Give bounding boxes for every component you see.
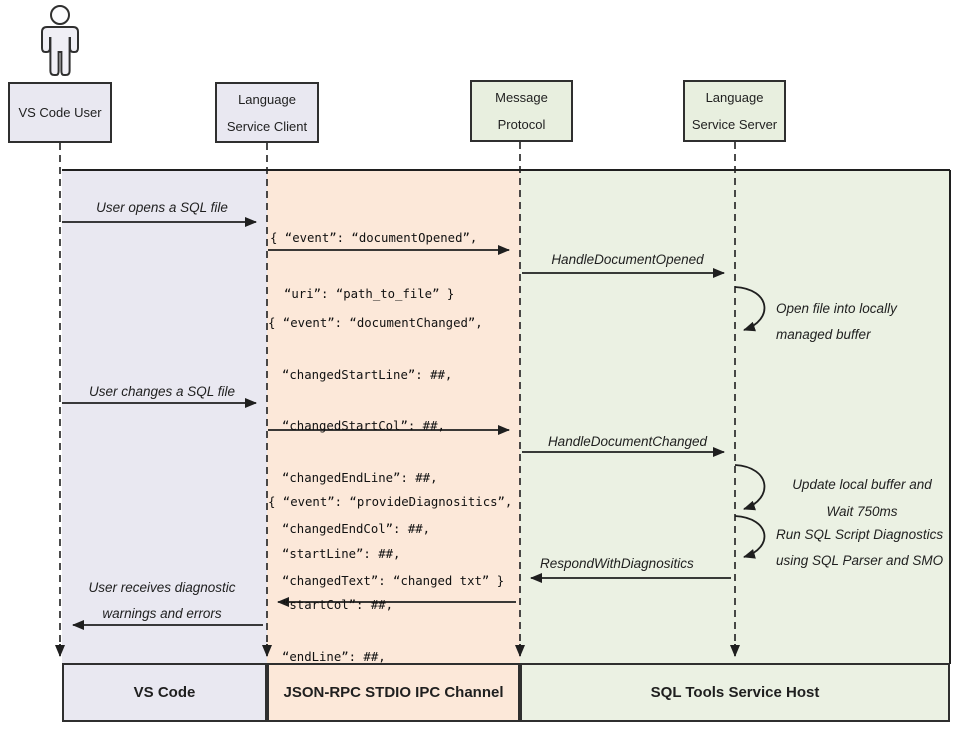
actor-label: Language — [705, 90, 764, 105]
actor-box-language-service-client: Language Service Client — [215, 82, 319, 143]
label-user-changes-file: User changes a SQL file — [88, 384, 236, 399]
self-loop-update-buffer — [734, 464, 766, 511]
actor-label: Service Client — [226, 118, 308, 134]
payload-provide-diagnostics: { “event”: “provideDiagnositics”, “start… — [268, 495, 513, 715]
footer-label: SQL Tools Service Host — [650, 684, 820, 701]
actor-label: Language — [238, 91, 296, 107]
lane-json-rpc-channel — [267, 171, 520, 663]
footer-label: VS Code — [133, 684, 196, 701]
lane-vscode — [62, 171, 267, 663]
label-handle-document-changed: HandleDocumentChanged — [547, 434, 708, 449]
note-run-diagnostics: Run SQL Script Diagnostics using SQL Par… — [776, 527, 944, 568]
actor-label: Service Server — [691, 117, 778, 132]
actor-box-vscode-user: VS Code User — [8, 82, 112, 143]
actor-box-language-service-server: Language Service Server — [683, 80, 786, 142]
user-actor-icon — [41, 5, 79, 76]
self-loop-open-file — [734, 286, 766, 332]
actor-label: Message — [495, 90, 548, 105]
actor-label: VS Code User — [18, 105, 102, 120]
note-user-receives-diagnostics: User receives diagnostic warnings and er… — [88, 580, 236, 621]
note-open-file: Open file into locally managed buffer — [776, 301, 897, 342]
self-loop-run-diagnostics — [734, 515, 766, 559]
label-handle-document-opened: HandleDocumentOpened — [551, 252, 704, 267]
label-respond-with-diagnostics: RespondWithDiagnositics — [540, 556, 694, 571]
actor-box-message-protocol: Message Protocol — [470, 80, 573, 142]
footer-box-sql-tools-service-host: SQL Tools Service Host — [520, 663, 950, 722]
label-user-opens-file: User opens a SQL file — [96, 200, 228, 215]
payload-document-opened: { “event”: “documentOpened”, “uri”: “pat… — [270, 231, 478, 301]
actor-label: Protocol — [497, 117, 546, 132]
footer-box-json-rpc-channel: JSON-RPC STDIO IPC Channel — [267, 663, 520, 722]
footer-box-vscode: VS Code — [62, 663, 267, 722]
payload-document-changed: { “event”: “documentChanged”, “changedSt… — [268, 316, 505, 588]
note-update-buffer: Update local buffer and Wait 750ms — [792, 477, 932, 519]
footer-label: JSON-RPC STDIO IPC Channel — [283, 684, 504, 701]
